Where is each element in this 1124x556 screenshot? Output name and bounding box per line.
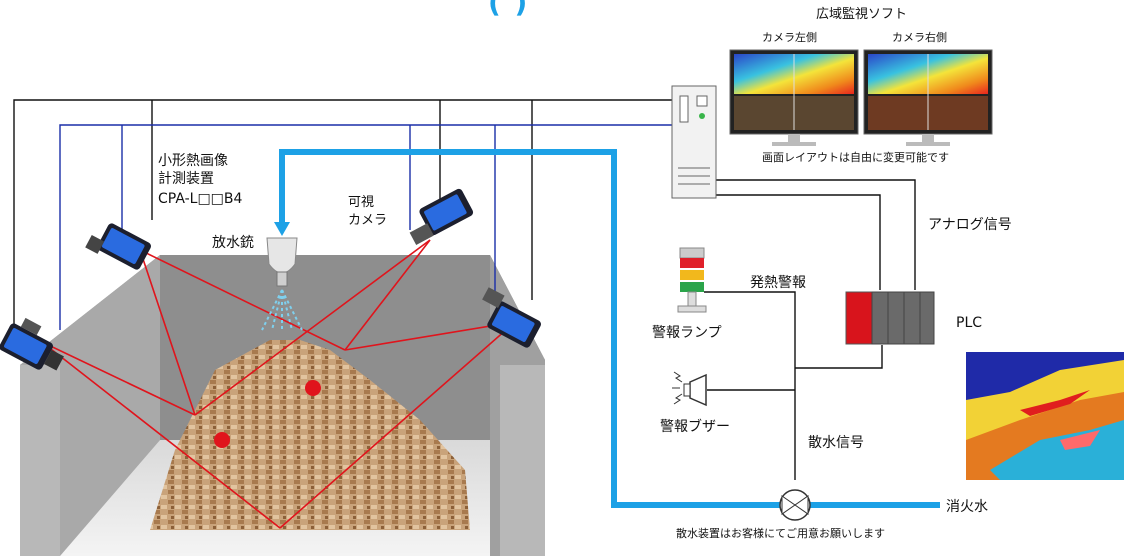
plc-icon (845, 291, 935, 345)
water-pipe (279, 149, 940, 508)
sprinkler-valve-icon (779, 489, 811, 521)
thermal-camera-icon (409, 188, 474, 245)
thermal-device-model: CPA-L□□B4 (158, 191, 243, 207)
thermal-device-label-2: 計測装置 (158, 171, 214, 187)
thermal-image (966, 352, 1124, 480)
alarm-buzzer-icon (672, 371, 707, 407)
thermal-camera-icon (85, 223, 151, 270)
alarm-lamp-icon (677, 247, 707, 313)
visible-camera-label-1: 可視 (348, 195, 375, 210)
hotspot-marker (214, 432, 230, 448)
water-cannon (261, 237, 303, 331)
material-pile (150, 340, 470, 530)
monitor-left-label: カメラ左側 (762, 31, 817, 44)
arrow-down-icon (274, 222, 290, 236)
monitor-software-title: 広域監視ソフト (816, 7, 908, 22)
monitor-right-label: カメラ右側 (892, 31, 947, 44)
analog-signal-label: アナログ信号 (928, 217, 1012, 233)
plc-label: PLC (956, 315, 983, 331)
fire-water-label: 消火水 (946, 499, 988, 515)
thermal-camera-icon (0, 317, 64, 371)
monitor-left (729, 49, 859, 146)
pc-tower-icon (671, 85, 717, 199)
visible-camera-label-2: カメラ (348, 213, 388, 228)
signal-wires (13, 99, 916, 480)
page-title: ( ) (488, 0, 530, 19)
alarm-lamp-label: 警報ランプ (652, 325, 722, 341)
layout-note: 画面レイアウトは自由に変更可能です (762, 151, 949, 164)
hotspot-marker (305, 380, 321, 396)
alarm-buzzer-label: 警報ブザー (660, 419, 730, 435)
thermal-device-label-1: 小形熱画像 (158, 153, 228, 169)
sprinkle-signal-label: 散水信号 (808, 435, 864, 451)
measurement-lines (41, 239, 516, 529)
heat-alarm-label: 発熱警報 (750, 275, 806, 291)
sprinkler-note: 散水装置はお客様にてご用意お願いします (676, 527, 885, 540)
spray-icon (261, 289, 303, 331)
water-cannon-label: 放水銃 (212, 235, 254, 251)
thermal-camera-icon (482, 287, 541, 348)
monitor-right (863, 49, 993, 146)
